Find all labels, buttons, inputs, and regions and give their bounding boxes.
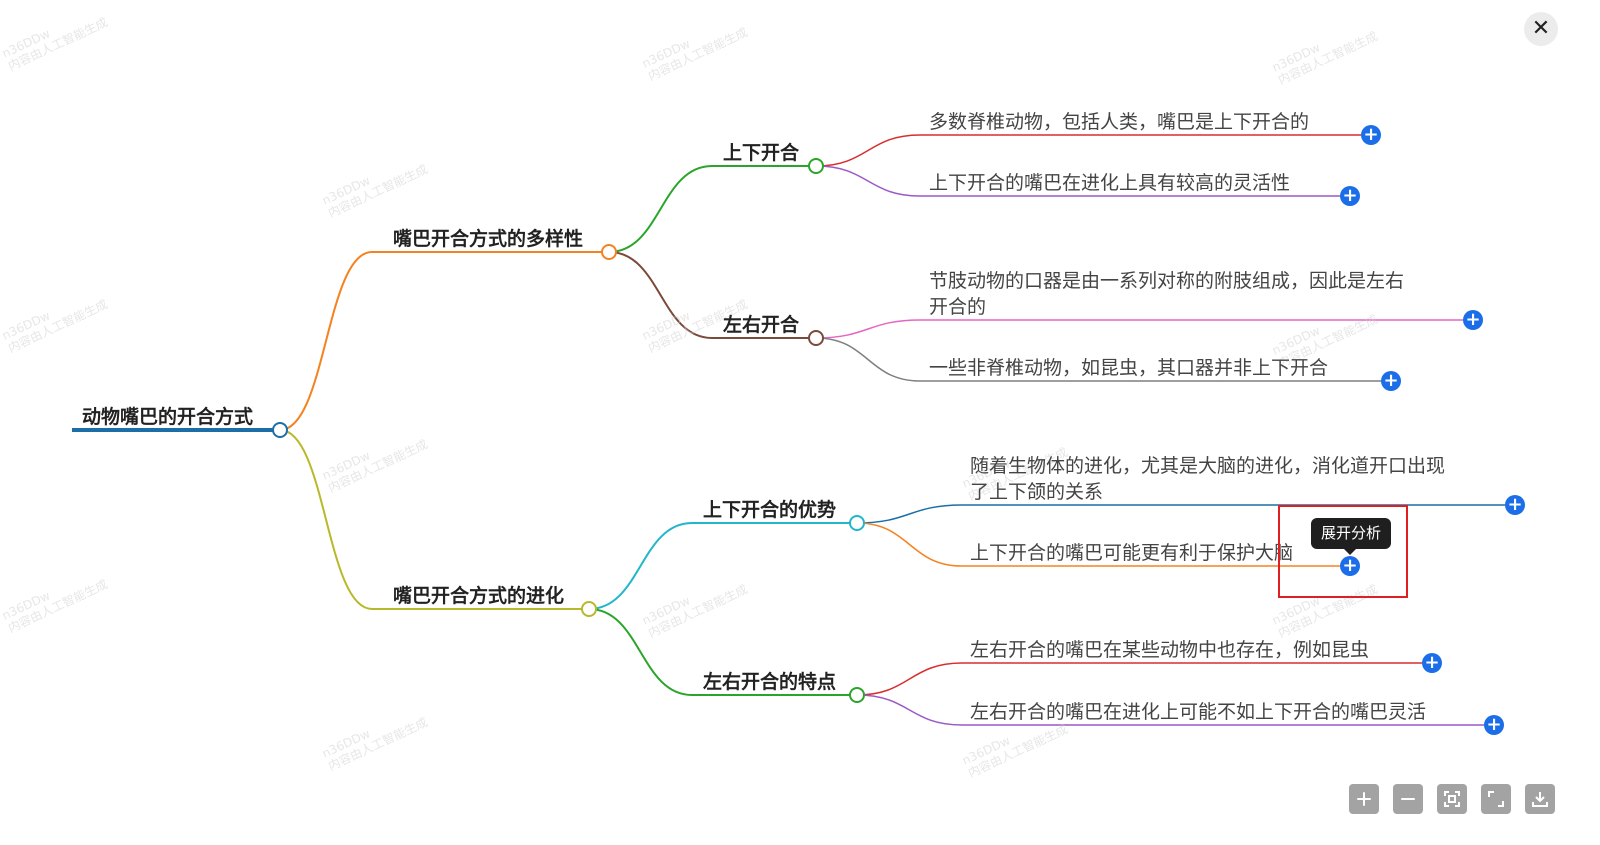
collapse-node-icon[interactable]	[601, 244, 617, 260]
connector-line	[608, 165, 713, 253]
subnode-left-right-features[interactable]: 左右开合的特点	[703, 671, 837, 693]
collapse-node-icon[interactable]	[272, 422, 288, 438]
expand-plus-icon[interactable]: +	[1484, 715, 1504, 735]
collapse-node-icon[interactable]	[808, 330, 824, 346]
fit-screen-icon	[1444, 791, 1460, 807]
connector-line	[815, 319, 921, 339]
leaf-node[interactable]: 左右开合的嘴巴在进化上可能不如上下开合的嘴巴灵活	[970, 701, 1427, 723]
fullscreen-button[interactable]	[1481, 784, 1511, 814]
zoom-in-icon	[1357, 792, 1371, 806]
collapse-node-icon[interactable]	[581, 601, 597, 617]
leaf-node[interactable]: 上下开合的嘴巴在进化上具有较高的灵活性	[929, 172, 1291, 194]
leaf-node[interactable]: 上下开合的嘴巴可能更有利于保护大脑	[970, 542, 1294, 564]
close-icon: ✕	[1531, 16, 1551, 41]
connector-line	[279, 251, 373, 431]
connector-line	[815, 165, 921, 197]
download-button[interactable]	[1525, 784, 1555, 814]
expand-plus-icon[interactable]: +	[1505, 495, 1525, 515]
zoom-out-button[interactable]	[1393, 784, 1423, 814]
connector-line	[856, 504, 963, 524]
expand-plus-icon[interactable]: +	[1361, 125, 1381, 145]
leaf-node[interactable]: 随着生物体的进化，尤其是大脑的进化，消化道开口出现了上下颌的关系	[970, 455, 1446, 503]
subnode-up-down[interactable]: 上下开合	[723, 142, 800, 164]
zoom-out-icon	[1401, 798, 1415, 800]
expand-plus-icon[interactable]: +	[1422, 653, 1442, 673]
leaf-node[interactable]: 左右开合的嘴巴在某些动物中也存在，例如昆虫	[970, 639, 1370, 661]
fit-screen-button[interactable]	[1437, 784, 1467, 814]
leaf-node[interactable]: 一些非脊椎动物，如昆虫，其口器并非上下开合	[929, 357, 1329, 379]
expand-plus-icon[interactable]: +	[1340, 556, 1360, 576]
expand-plus-icon[interactable]: +	[1463, 310, 1483, 330]
connector-line	[279, 429, 373, 610]
close-button[interactable]: ✕	[1524, 12, 1558, 46]
collapse-node-icon[interactable]	[849, 687, 865, 703]
connector-line	[588, 522, 693, 610]
connector-line	[856, 694, 963, 726]
connector-line	[815, 337, 921, 382]
fullscreen-icon	[1488, 791, 1504, 807]
branch-evolution[interactable]: 嘴巴开合方式的进化	[393, 585, 565, 607]
download-icon	[1532, 792, 1548, 807]
expand-plus-icon[interactable]: +	[1340, 186, 1360, 206]
connector-line	[856, 522, 963, 567]
leaf-node[interactable]: 节肢动物的口器是由一系列对称的附肢组成，因此是左右开合的	[929, 270, 1405, 318]
connector-line	[588, 608, 693, 696]
subnode-up-down-advantage[interactable]: 上下开合的优势	[703, 499, 837, 521]
leaf-node[interactable]: 多数脊椎动物，包括人类，嘴巴是上下开合的	[929, 111, 1310, 133]
connector-line	[608, 251, 713, 339]
bottom-toolbar	[1349, 784, 1555, 814]
branch-diversity[interactable]: 嘴巴开合方式的多样性	[393, 228, 584, 250]
root-node[interactable]: 动物嘴巴的开合方式	[82, 406, 254, 428]
expand-plus-icon[interactable]: +	[1381, 371, 1401, 391]
collapse-node-icon[interactable]	[849, 515, 865, 531]
zoom-in-button[interactable]	[1349, 784, 1379, 814]
subnode-left-right[interactable]: 左右开合	[723, 314, 800, 336]
expand-analysis-tooltip: 展开分析	[1311, 518, 1392, 555]
connector-line	[815, 134, 921, 167]
connector-line	[856, 662, 963, 696]
collapse-node-icon[interactable]	[808, 158, 824, 174]
